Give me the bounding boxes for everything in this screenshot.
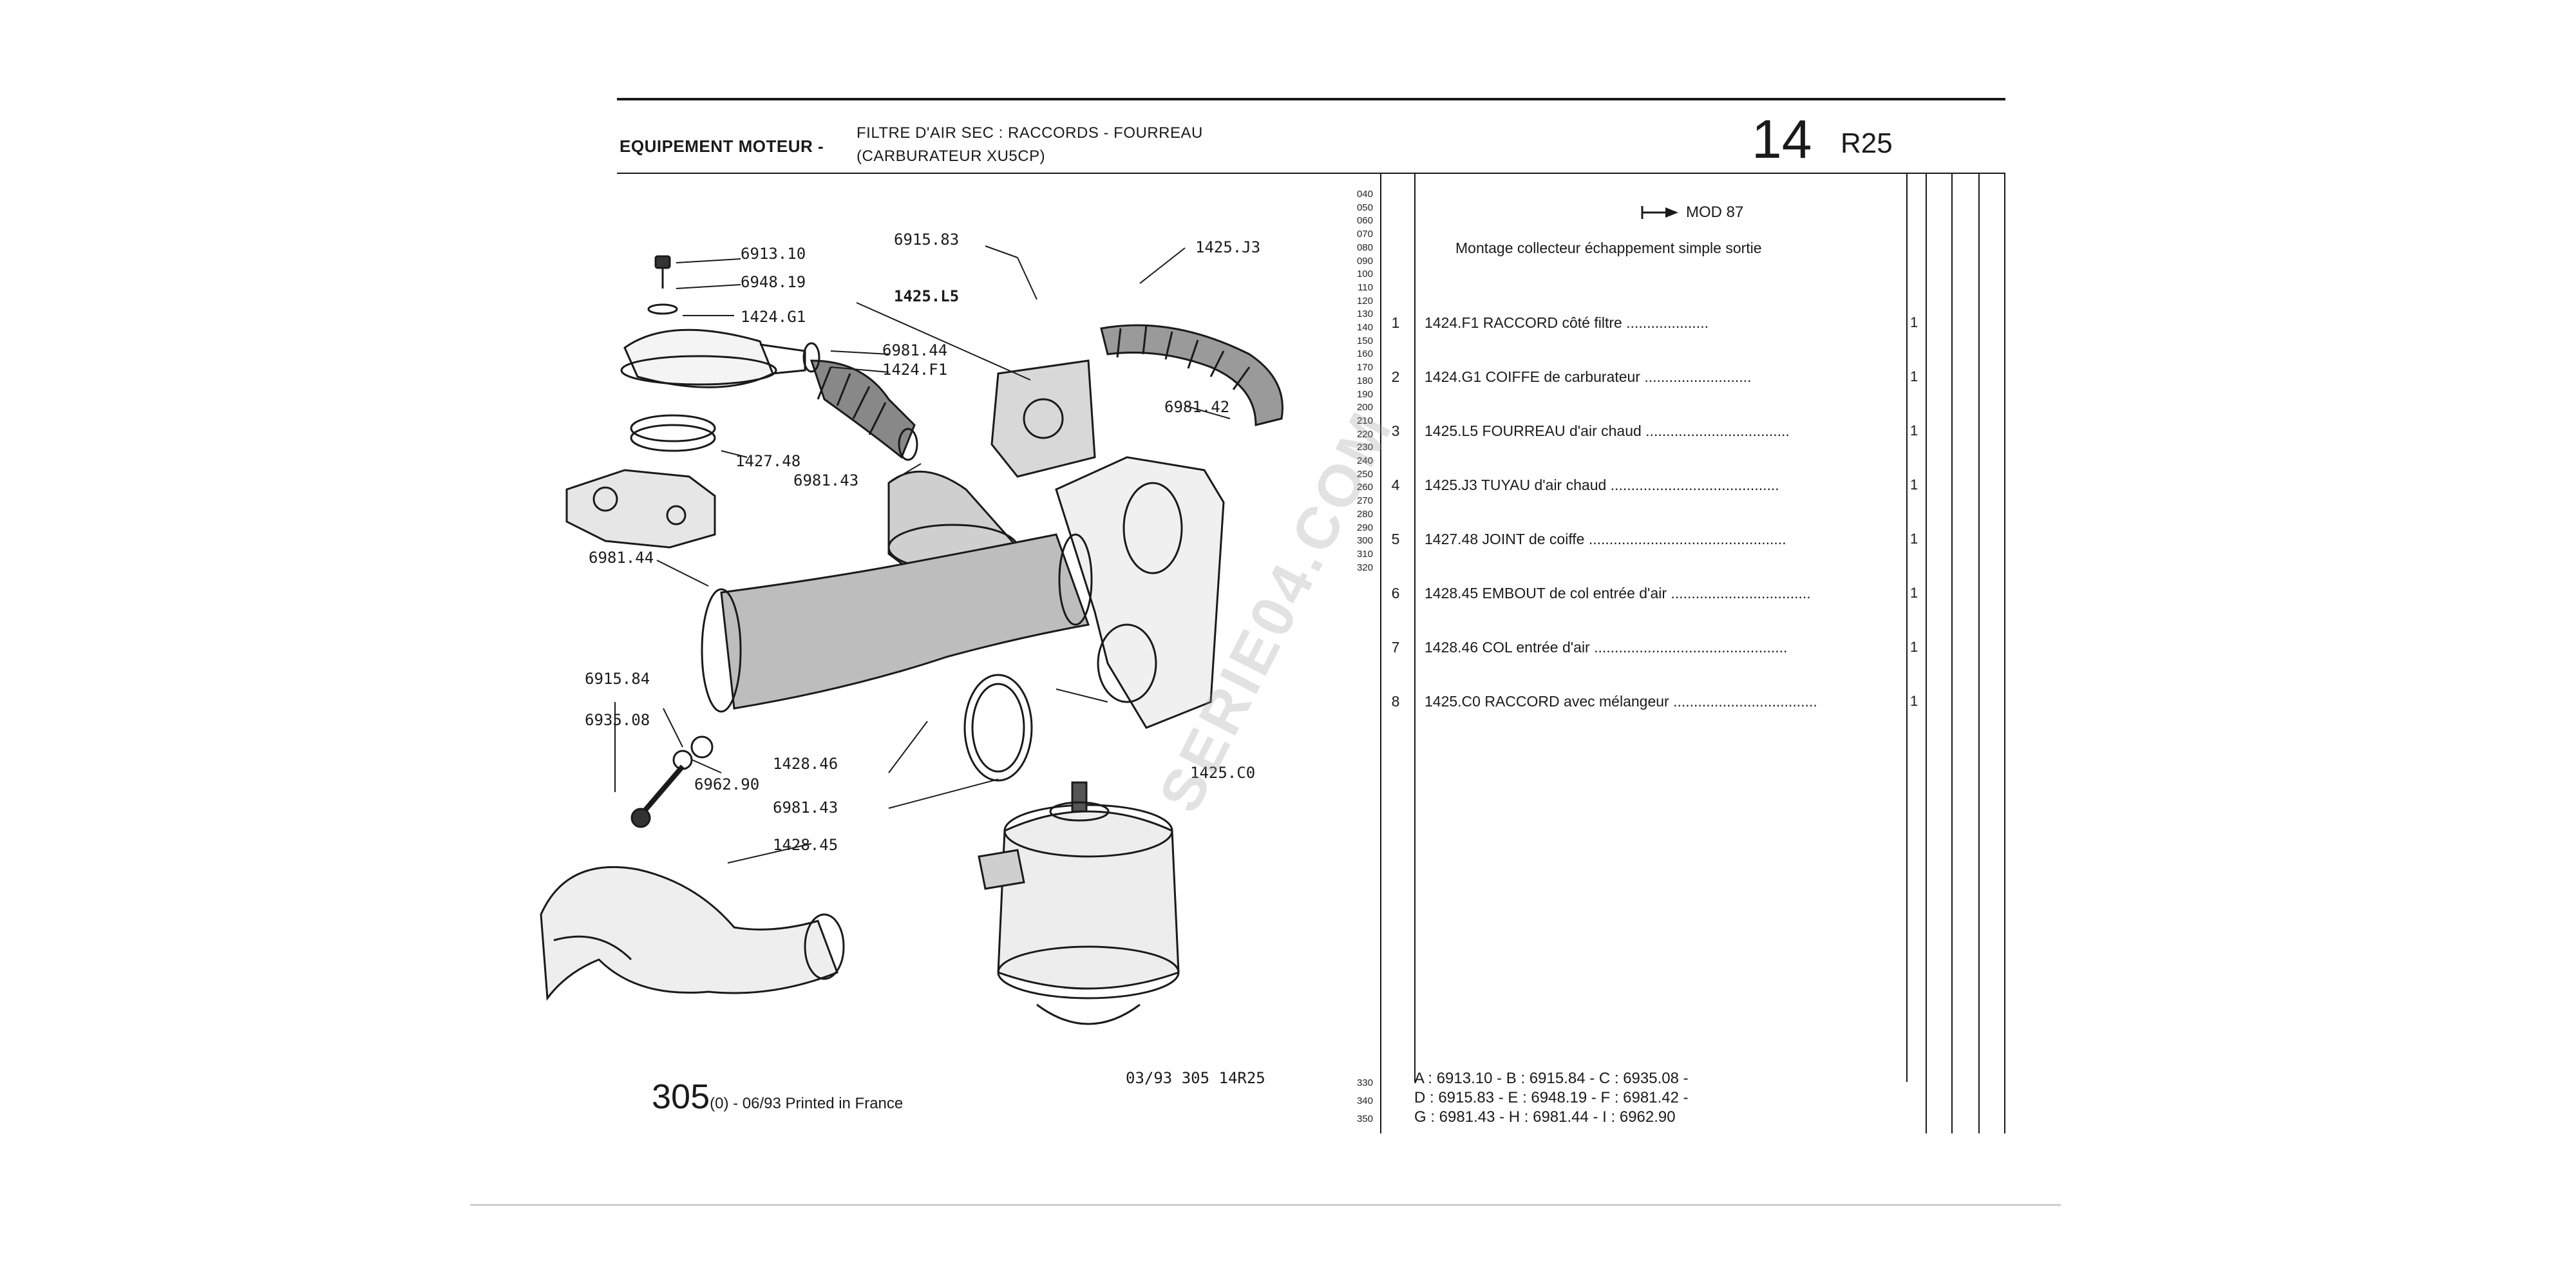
label-1428-45: 1428.45: [773, 836, 838, 854]
table-divider-qty2: [1926, 174, 1927, 1133]
table-divider-col3: [1951, 174, 1953, 1133]
header-rule: [617, 173, 2005, 174]
part-number: 8: [1391, 693, 1400, 710]
label-1428-46: 1428.46: [773, 755, 838, 773]
label-6913-10: 6913.10: [741, 245, 806, 263]
mod-description: Montage collecteur échappement simple so…: [1455, 240, 1762, 256]
label-6981-43: 6981.43: [773, 799, 838, 817]
label-1427-48: 1427.48: [735, 452, 801, 470]
label-1425-c0: 1425.C0: [1190, 764, 1256, 782]
part-row: 1425.L5 FOURREAU d'air chaud ...........…: [1425, 422, 1790, 439]
part-number: 3: [1391, 422, 1400, 439]
arrow-right-icon: [1641, 205, 1680, 223]
table-divider-qty1: [1906, 174, 1908, 1082]
part-qty: 1: [1910, 368, 1918, 384]
bottom-rule: [470, 1204, 2061, 1206]
label-6981-43: 6981.43: [793, 471, 859, 489]
label-6981-44: 6981.44: [589, 549, 654, 567]
section-subtitle-1: FILTRE D'AIR SEC : RACCORDS - FOURREAU: [857, 124, 1203, 142]
exploded-diagram: [540, 245, 1283, 1025]
part-qty: 1: [1910, 531, 1918, 547]
label-6948-19: 6948.19: [741, 273, 806, 291]
part-qty: 1: [1910, 314, 1918, 330]
part-row: 1424.F1 RACCORD côté filtre ............…: [1425, 314, 1709, 331]
part-number: 5: [1391, 531, 1400, 547]
label-1424-f1: 1424.F1: [882, 361, 948, 379]
label-6981-44: 6981.44: [882, 341, 948, 359]
part-row: 1424.G1 COIFFE de carburateur ..........…: [1425, 368, 1752, 385]
part-row: 1425.C0 RACCORD avec mélangeur .........…: [1425, 693, 1817, 710]
part-row: 1425.J3 TUYAU d'air chaud ..............…: [1425, 477, 1779, 493]
section-subtitle-2: (CARBURATEUR XU5CP): [857, 147, 1046, 165]
mod-label: MOD 87: [1686, 204, 1744, 221]
part-number: 2: [1391, 368, 1400, 385]
fastener-legend: A : 6913.10 - B : 6915.84 - C : 6935.08 …: [1414, 1070, 1689, 1126]
label-6915-84: 6915.84: [585, 670, 650, 688]
part-row: 1427.48 JOINT de coiffe ................…: [1425, 531, 1786, 547]
label-6962-90: 6962.90: [694, 775, 760, 793]
part-qty: 1: [1910, 477, 1918, 493]
part-number: 1: [1391, 314, 1400, 331]
part-number: 4: [1391, 477, 1400, 493]
table-divider-col4: [1978, 174, 1980, 1133]
part-row: 1428.46 COL entrée d'air ...............…: [1425, 639, 1788, 656]
label-6935-08: 6935.08: [585, 711, 650, 729]
diagram-reference: 03/93 305 14R25: [1126, 1069, 1265, 1087]
label-1425-l5: 1425.L5: [894, 287, 960, 305]
label-6981-42: 6981.42: [1164, 398, 1230, 416]
part-number: 6: [1391, 585, 1400, 601]
part-qty: 1: [1910, 693, 1918, 709]
top-rule: [617, 98, 2005, 100]
label-6915-83: 6915.83: [894, 231, 960, 249]
table-divider-col5: [2004, 174, 2005, 1133]
label-1424-g1: 1424.G1: [741, 308, 806, 326]
section-title: EQUIPEMENT MOTEUR -: [620, 137, 824, 156]
page-number: 305: [652, 1077, 710, 1116]
group-number: 14: [1752, 109, 1812, 169]
print-info: (0) - 06/93 Printed in France: [710, 1095, 904, 1112]
table-divider-left: [1380, 174, 1381, 1133]
part-row: 1428.45 EMBOUT de col entrée d'air .....…: [1425, 585, 1811, 601]
label-1425-j3: 1425.J3: [1195, 238, 1261, 256]
part-qty: 1: [1910, 422, 1918, 439]
part-qty: 1: [1910, 585, 1918, 601]
page-footer: 305(0) - 06/93 Printed in France: [652, 1077, 903, 1117]
model-code: R25: [1841, 128, 1893, 159]
part-number: 7: [1391, 639, 1400, 656]
table-divider-num: [1414, 174, 1416, 1082]
part-qty: 1: [1910, 639, 1918, 655]
